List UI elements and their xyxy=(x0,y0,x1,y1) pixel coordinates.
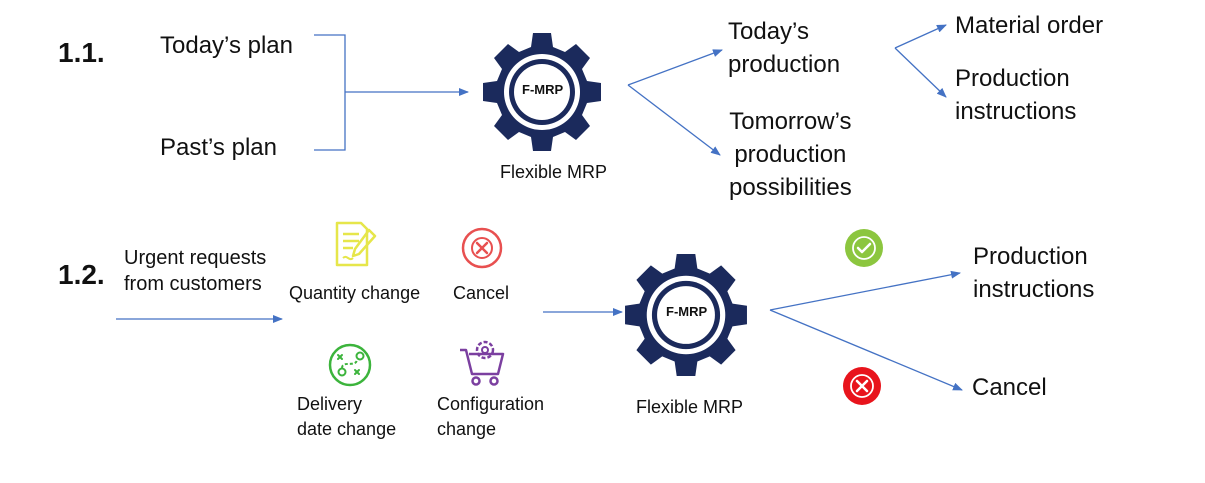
request-configuration-change: Configuration change xyxy=(437,394,544,440)
input-urgent-requests: Urgent requests from customers xyxy=(124,246,266,296)
request-delivery-date-change: Delivery date change xyxy=(297,394,396,440)
document-edit-icon xyxy=(335,221,377,267)
input-bracket xyxy=(314,34,346,151)
arrow-to-today-production xyxy=(627,49,723,86)
input-urgent-line2: from customers xyxy=(124,273,262,295)
section-number-2: 1.2. xyxy=(58,259,105,290)
input-today-plan: Today’s plan xyxy=(160,32,293,59)
check-circle-icon xyxy=(845,229,883,267)
route-icon xyxy=(328,343,372,387)
request-cancel: Cancel xyxy=(453,283,510,303)
arrow-to-cancel-output xyxy=(769,309,963,391)
request-configuration-line1: Configuration xyxy=(437,394,545,414)
arrow-to-material-order xyxy=(894,24,947,49)
arrow-to-tomorrow-possibilities xyxy=(627,84,721,156)
sub-output-production-instructions: Production instructions xyxy=(955,65,1076,127)
section-number-1: 1.1. xyxy=(58,37,105,68)
output-production2-line1: Production xyxy=(973,243,1088,270)
arrow-to-production-instructions-1 xyxy=(894,47,947,98)
arrow-to-production-instructions-2 xyxy=(769,270,961,311)
request-quantity-change: Quantity change xyxy=(289,283,421,303)
request-configuration-line2: change xyxy=(437,418,497,439)
request-delivery-line2: date change xyxy=(297,418,397,439)
gear-label-section2: F-MRP xyxy=(666,304,708,319)
gear-caption-section2: Flexible MRP xyxy=(636,397,744,417)
input-urgent-line1: Urgent requests xyxy=(124,247,267,269)
output-today-production: Today’s production xyxy=(728,18,840,80)
sub-output-material-order: Material order xyxy=(955,12,1104,39)
gear-label-section1: F-MRP xyxy=(522,82,564,97)
cart-config-icon xyxy=(460,340,505,386)
sub-output-production-line1: Production xyxy=(955,65,1070,92)
sub-output-production-line2: instructions xyxy=(955,97,1077,125)
output-production-instructions-2: Production instructions xyxy=(973,243,1094,305)
gear-caption-section1: Flexible MRP xyxy=(500,162,608,182)
section2-connectors xyxy=(116,270,963,391)
output-today-production-line1: Today’s xyxy=(728,18,809,45)
output-today-production-line2: production xyxy=(728,50,841,78)
output-tomorrow-possibilities: Tomorrow’s production possibilities xyxy=(729,108,852,202)
request-delivery-line1: Delivery xyxy=(297,394,363,414)
output-cancel: Cancel xyxy=(972,374,1047,401)
output-tomorrow-line1: Tomorrow’s xyxy=(729,108,852,135)
output-tomorrow-line3: possibilities xyxy=(729,173,852,201)
cross-circle-icon xyxy=(843,367,881,405)
output-production2-line2: instructions xyxy=(973,275,1095,303)
input-past-plan: Past’s plan xyxy=(160,134,277,161)
cancel-circle-icon xyxy=(461,227,503,269)
section1-connectors xyxy=(314,24,947,156)
output-tomorrow-line2: production xyxy=(734,140,847,168)
